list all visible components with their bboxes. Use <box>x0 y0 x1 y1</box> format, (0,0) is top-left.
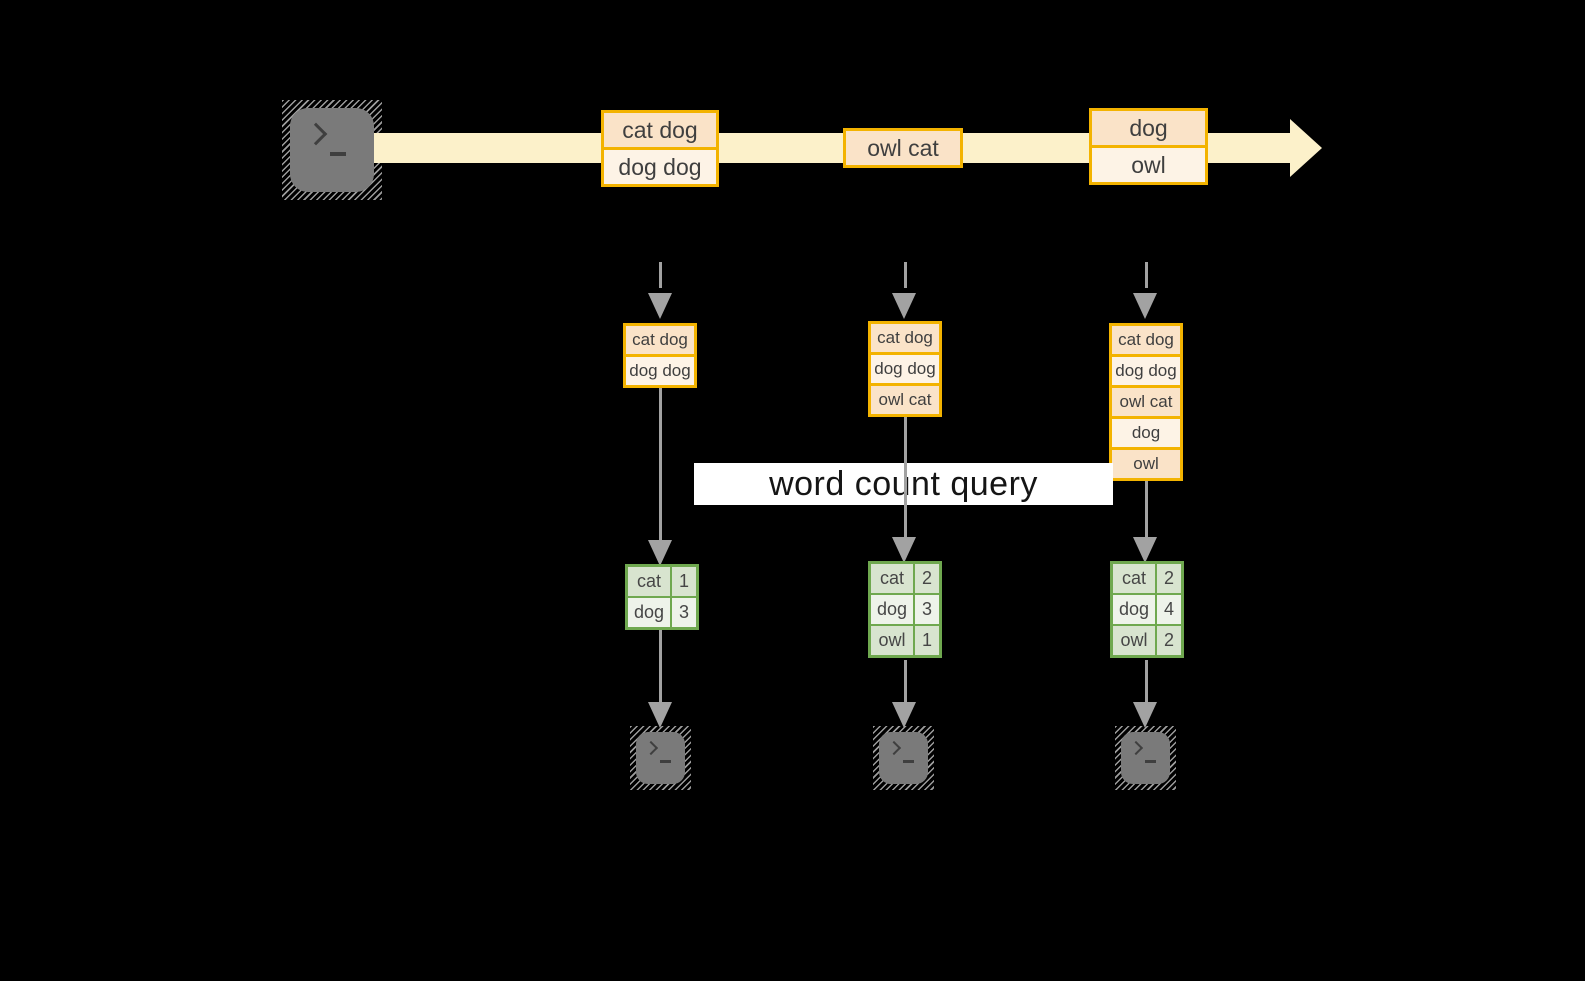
word-cell: owl <box>871 626 913 655</box>
down-arrowhead-icon <box>892 537 916 563</box>
count-cell: 4 <box>1157 595 1181 624</box>
sink-terminal-2 <box>873 726 934 790</box>
prompt-chevron-icon <box>304 122 328 146</box>
terminal-icon <box>1121 732 1170 784</box>
record-cell: dog dog <box>604 150 716 184</box>
arrow-shaft <box>1144 481 1148 537</box>
word-cell: dog <box>871 595 913 624</box>
prompt-chevron-icon <box>1128 740 1144 756</box>
arrow-shaft <box>903 417 907 537</box>
down-arrowhead-icon <box>1133 537 1157 563</box>
record-cell: owl cat <box>871 386 939 414</box>
record-cell: cat dog <box>626 326 694 354</box>
count-cell: 3 <box>672 598 696 627</box>
word-cell: owl <box>1113 626 1155 655</box>
count-table-1: cat 1 dog 3 <box>625 564 699 630</box>
snapshot-buffer-2: cat dog dog dog owl cat <box>868 321 942 417</box>
terminal-icon <box>879 732 928 784</box>
prompt-underscore-icon <box>330 152 346 156</box>
word-cell: dog <box>628 598 670 627</box>
count-cell: 3 <box>915 595 939 624</box>
down-arrowhead-icon <box>892 293 916 319</box>
dashed-arrow-shaft <box>658 262 662 288</box>
count-table-3: cat 2 dog 4 owl 2 <box>1110 561 1184 658</box>
down-arrowhead-icon <box>648 540 672 566</box>
count-cell: 2 <box>915 564 939 593</box>
snapshot-buffer-3: cat dog dog dog owl cat dog owl <box>1109 323 1183 481</box>
stream-timeline-arrowhead-icon <box>1290 119 1322 177</box>
record-cell: dog dog <box>1112 357 1180 385</box>
record-cell: owl cat <box>846 131 960 165</box>
record-cell: dog dog <box>626 357 694 385</box>
terminal-icon <box>290 108 374 192</box>
prompt-underscore-icon <box>660 760 671 763</box>
stream-event-box-3: dog owl <box>1089 108 1208 185</box>
record-cell: owl cat <box>1112 388 1180 416</box>
count-cell: 2 <box>1157 626 1181 655</box>
prompt-underscore-icon <box>903 760 914 763</box>
count-cell: 1 <box>915 626 939 655</box>
down-arrowhead-icon <box>892 702 916 728</box>
stream-event-box-2: owl cat <box>843 128 963 168</box>
down-arrowhead-icon <box>1133 702 1157 728</box>
query-banner-label: word count query <box>769 464 1038 503</box>
prompt-underscore-icon <box>1145 760 1156 763</box>
record-cell: dog <box>1092 111 1205 145</box>
arrow-shaft <box>903 660 907 702</box>
count-table-2: cat 2 dog 3 owl 1 <box>868 561 942 658</box>
dashed-arrow-shaft <box>1144 262 1148 288</box>
sink-terminal-1 <box>630 726 691 790</box>
down-arrowhead-icon <box>648 293 672 319</box>
terminal-icon <box>636 732 685 784</box>
record-cell: owl <box>1112 450 1180 478</box>
arrow-shaft <box>658 630 662 702</box>
record-cell: owl <box>1092 148 1205 182</box>
word-cell: dog <box>1113 595 1155 624</box>
source-terminal <box>282 100 382 200</box>
word-cell: cat <box>628 567 670 596</box>
record-cell: cat dog <box>1112 326 1180 354</box>
arrow-shaft <box>1144 660 1148 702</box>
prompt-chevron-icon <box>643 740 659 756</box>
record-cell: cat dog <box>604 113 716 147</box>
count-cell: 2 <box>1157 564 1181 593</box>
word-cell: cat <box>871 564 913 593</box>
dashed-arrow-shaft <box>903 262 907 288</box>
stream-event-box-1: cat dog dog dog <box>601 110 719 187</box>
down-arrowhead-icon <box>648 702 672 728</box>
record-cell: dog dog <box>871 355 939 383</box>
count-cell: 1 <box>672 567 696 596</box>
down-arrowhead-icon <box>1133 293 1157 319</box>
record-cell: cat dog <box>871 324 939 352</box>
record-cell: dog <box>1112 419 1180 447</box>
prompt-chevron-icon <box>886 740 902 756</box>
sink-terminal-3 <box>1115 726 1176 790</box>
arrow-shaft <box>658 388 662 540</box>
word-cell: cat <box>1113 564 1155 593</box>
snapshot-buffer-1: cat dog dog dog <box>623 323 697 388</box>
